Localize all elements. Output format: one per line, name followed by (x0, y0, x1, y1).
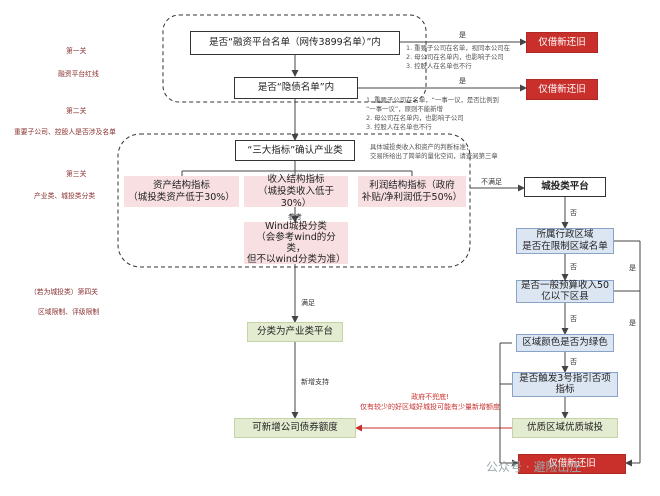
edge-label-right-no-3: 否 (570, 315, 577, 323)
wind-classification: Wind城投分类 （会参考wind的分类， 但不以wind分类为准） (244, 221, 348, 265)
level1-label: 第一关 (66, 47, 87, 55)
edge-label-right-no-1: 否 (570, 209, 577, 217)
note-level1: 1. 重要子公司在名单，视同本公司在 2. 母公司在名单内，也影响子公司 3. … (406, 44, 510, 70)
borrow-new-repay-old-3: 仅借新还旧 (518, 454, 626, 474)
three-indicators-box: “三大指标”确认产业类 (235, 140, 355, 161)
edge-label-issue-support: 新增支持 (301, 378, 329, 386)
industry-platform-box: 分类为产业类平台 (247, 322, 343, 342)
income-structure-indicator: 收入结构指标 （城投类收入低于30%） (244, 174, 348, 209)
edge-label-reference: 参考 (288, 213, 302, 221)
level2-desc: 重要子公司、控股人是否涉及名单 (14, 128, 116, 136)
asset-structure-indicator: 资产结构指标 （城投类资产低于30%） (124, 176, 239, 207)
chengtou-platform-box: 城投类平台 (524, 177, 606, 197)
government-no-backstop-warning: 政府不兜底! 仅有较少的好区域好城投可能有少量新增额度 (360, 393, 500, 411)
note-level2: 1. 重要子公司在名单，“一事一议，是否比例到 “一事一议”，原则不能新增 2.… (366, 96, 499, 131)
budget-revenue-question: 是否一般预算收入50 亿以下区县 (516, 280, 614, 303)
level3-desc: 产业类、城投类分类 (34, 192, 96, 200)
watermark: 公众号 · 避险山庄 (486, 460, 582, 474)
question-platform-list: 是否“融资平台名单（网传3899名单）”内 (190, 31, 400, 55)
premium-chengtou-box: 优质区域优质城投 (512, 418, 618, 438)
edge-label-satisfied: 满足 (301, 299, 315, 307)
borrow-new-repay-old-2: 仅借新还旧 (526, 79, 598, 100)
borrow-new-repay-old-1: 仅借新还旧 (526, 32, 598, 53)
restricted-region-question: 所属行政区域 是否在限制区域名单 (516, 228, 614, 254)
level1-desc: 融资平台红线 (58, 70, 99, 78)
level2-label: 第二关 (66, 107, 87, 115)
note-level3: 具体城投类收入和资产的判断标准， 交易所给出了简单的量化空间，请查阅第三章 (370, 143, 498, 160)
level4-label: （若为城投类）第四关 (30, 288, 98, 296)
edge-label-right-yes-2: 是 (629, 319, 636, 327)
region-color-question: 区域颜色是否为绿色 (516, 334, 614, 352)
edge-label-not-satisfied: 不满足 (481, 178, 502, 186)
edge-label-right-yes-1: 是 (629, 264, 636, 272)
edge-label-right-no-4: 否 (570, 358, 577, 366)
edge-label-yes-2: 是 (459, 77, 466, 85)
level3-label: 第三关 (66, 170, 87, 178)
edge-label-right-no-2: 否 (570, 263, 577, 271)
level4-desc: 区域限制、评级限制 (38, 308, 100, 316)
guideline-3-question: 是否触发3号指引否项 指标 (512, 372, 618, 397)
new-bond-quota-box: 可新增公司债券额度 (234, 418, 356, 438)
question-hidden-debt-list: 是否“隐债名单”内 (234, 77, 358, 99)
profit-structure-indicator: 利润结构指标（政府 补贴/净利润低于50%） (358, 176, 466, 207)
edge-label-yes-1: 是 (459, 31, 466, 39)
